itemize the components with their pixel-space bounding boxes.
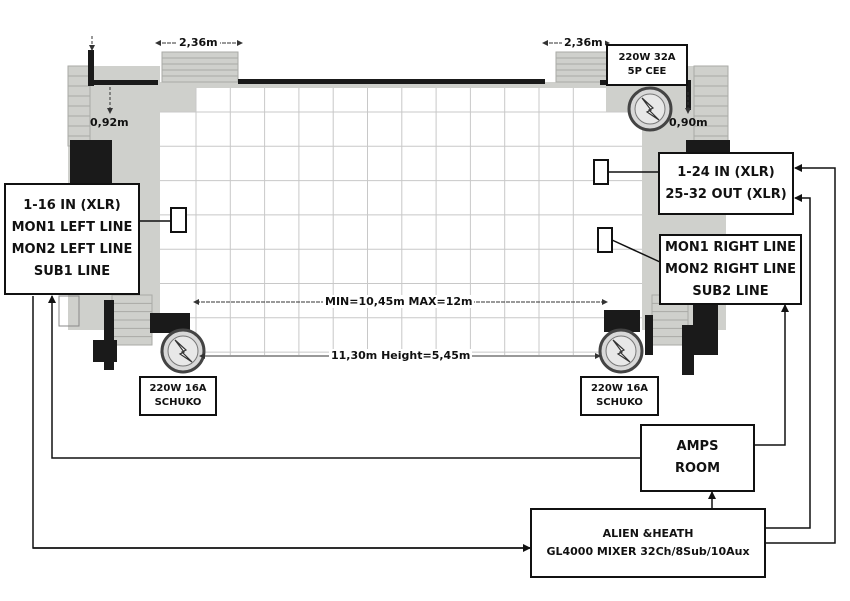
left-input-line4: SUB1 LINE	[33, 264, 111, 279]
stage-width-label: MIN=10,45m MAX=12m	[323, 295, 475, 308]
amps-room-box: AMPS ROOM	[640, 424, 755, 492]
left-input-line3: MON2 LEFT LINE	[11, 242, 133, 257]
right-monitor-line3: SUB2 LINE	[692, 283, 769, 299]
right-monitor-line2: MON2 RIGHT LINE	[664, 261, 797, 277]
stage-depth-label: 11,30m Height=5,45m	[329, 349, 473, 362]
power-right-box: 220W 16A SCHUKO	[580, 376, 659, 416]
stair-left-width-label: 2,36m	[177, 36, 220, 49]
amps-room-line2: ROOM	[674, 461, 721, 476]
right-input-line1: 1-24 IN (XLR)	[677, 164, 775, 180]
right-monitor-line1: MON1 RIGHT LINE	[664, 239, 797, 255]
left-input-box: 1-16 IN (XLR) MON1 LEFT LINE MON2 LEFT L…	[4, 183, 140, 295]
power-top-line1: 220W 32A	[618, 52, 676, 63]
power-top-line2: 5P CEE	[627, 66, 667, 77]
power-left-line1: 220W 16A	[149, 383, 207, 394]
power-left-box: 220W 16A SCHUKO	[139, 376, 217, 416]
stairs	[67, 51, 729, 346]
stage-grid	[160, 88, 642, 355]
right-monitor-box: MON1 RIGHT LINE MON2 RIGHT LINE SUB2 LIN…	[659, 234, 802, 305]
left-gap-label: 0,92m	[90, 116, 129, 129]
left-input-line2: MON1 LEFT LINE	[11, 220, 133, 235]
right-gap-label: 0,90m	[669, 116, 708, 129]
power-top-box: 220W 32A 5P CEE	[606, 44, 688, 86]
power-right-line2: SCHUKO	[596, 397, 643, 408]
right-input-line2: 25-32 OUT (XLR)	[665, 186, 787, 202]
amps-room-line1: AMPS	[676, 439, 719, 454]
stair-right-width-label: 2,36m	[562, 36, 605, 49]
mixer-line2: GL4000 MIXER 32Ch/8Sub/10Aux	[546, 545, 750, 558]
connector-lines	[32, 164, 836, 552]
left-input-line1: 1-16 IN (XLR)	[23, 198, 121, 213]
power-right-line1: 220W 16A	[590, 383, 649, 394]
stage-boxes	[170, 159, 613, 253]
right-input-box: 1-24 IN (XLR) 25-32 OUT (XLR)	[658, 152, 794, 215]
mixer-line1: ALIEN &HEATH	[602, 527, 694, 540]
power-socket-top-icon	[627, 86, 673, 132]
power-socket-left-icon	[160, 328, 206, 374]
mixer-box: ALIEN &HEATH GL4000 MIXER 32Ch/8Sub/10Au…	[530, 508, 766, 578]
power-left-line2: SCHUKO	[154, 397, 202, 408]
power-socket-right-icon	[598, 328, 644, 374]
